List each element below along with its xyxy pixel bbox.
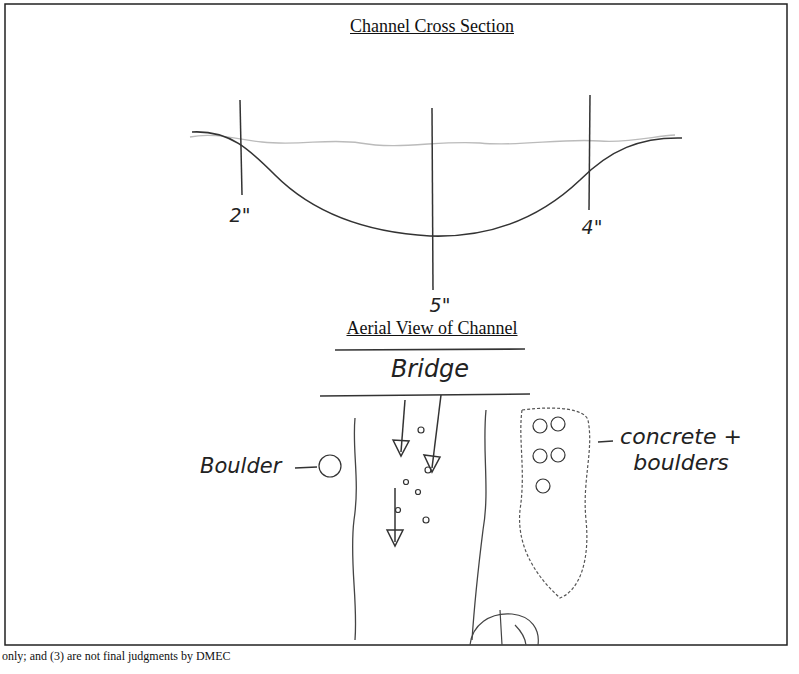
- leader-line: [295, 467, 317, 468]
- section-heading: Channel Cross Section: [350, 16, 514, 38]
- flow-arrows: [387, 395, 441, 546]
- frame: [5, 4, 787, 645]
- bridge-line: [320, 394, 530, 396]
- depth-label: 2": [230, 204, 251, 227]
- channel-bank: [352, 418, 356, 640]
- depth-line: [589, 95, 590, 210]
- sketch-mark: [470, 610, 538, 645]
- channel-bank: [472, 410, 486, 640]
- callout-label: Boulder: [200, 454, 281, 479]
- bridge-line: [335, 349, 525, 350]
- boulders: [319, 417, 565, 523]
- depth-label: 5": [430, 294, 451, 317]
- depth-line: [240, 100, 242, 195]
- section-heading: Aerial View of Channel: [346, 318, 517, 340]
- depth-label: 4": [582, 216, 603, 239]
- callout-label: concrete + boulders: [616, 424, 746, 477]
- footer-note: only; and (3) are not final judgments by…: [2, 649, 231, 663]
- leader-line: [598, 441, 613, 442]
- channel-bed: [192, 132, 682, 236]
- bridge-label: Bridge: [391, 355, 469, 384]
- depth-line: [432, 108, 433, 290]
- concrete-area: [520, 408, 590, 598]
